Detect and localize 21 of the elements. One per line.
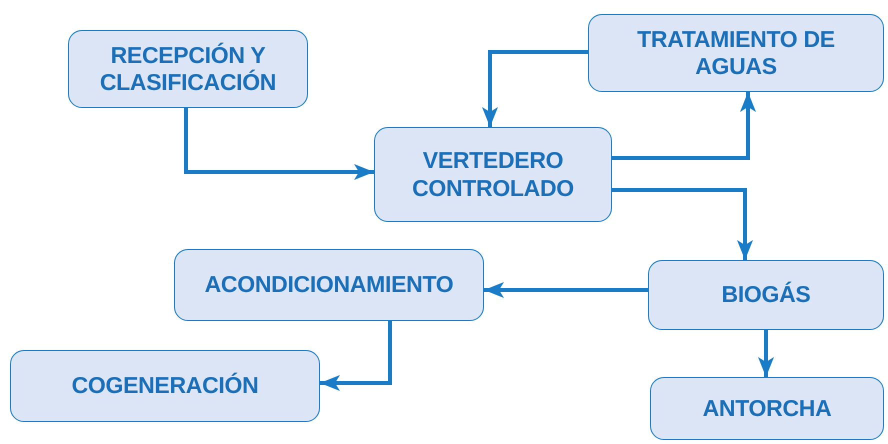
node-label: VERTEDERO CONTROLADO xyxy=(411,147,575,202)
process-box xyxy=(588,14,884,92)
arrow xyxy=(758,330,774,377)
arrow xyxy=(612,92,756,160)
arrow xyxy=(612,188,753,260)
node-label: RECEPCIÓN Y CLASIFICACIÓN xyxy=(98,42,278,96)
node-label: BIOGÁS xyxy=(722,281,810,309)
process-box xyxy=(10,350,320,422)
arrow xyxy=(482,50,588,127)
process-box xyxy=(648,260,884,330)
node-label: TRATAMIENTO DE AGUAS xyxy=(636,26,836,80)
arrow xyxy=(184,108,374,180)
arrow xyxy=(484,282,648,298)
process-box xyxy=(68,30,308,108)
process-box xyxy=(174,249,484,321)
node-label: ANTORCHA xyxy=(702,394,832,422)
process-box xyxy=(374,127,612,222)
node-label: COGENERACIÓN xyxy=(72,372,258,400)
arrow xyxy=(320,321,392,391)
process-box xyxy=(650,377,884,440)
node-label: ACONDICIONAMIENTO xyxy=(204,271,454,299)
